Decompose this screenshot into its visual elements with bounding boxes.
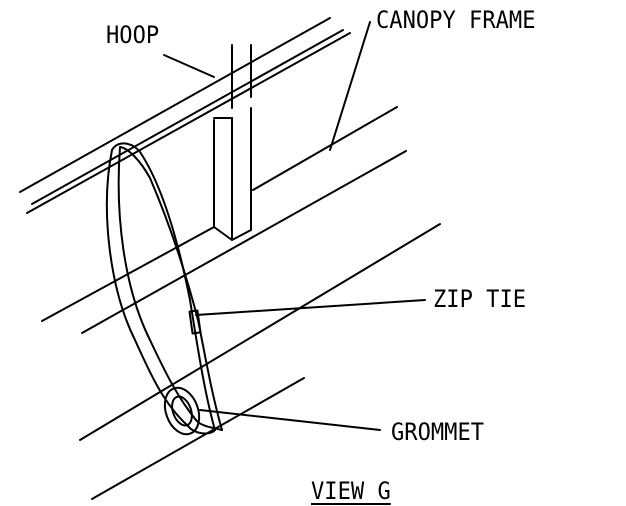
view-title: VIEW G bbox=[311, 477, 391, 505]
zip-tie-label: ZIP TIE bbox=[433, 285, 527, 313]
canopy-frame-tube bbox=[19, 17, 351, 214]
hoop-label: HOOP bbox=[106, 21, 160, 49]
hoop-post bbox=[213, 44, 252, 241]
canopy-frame-leader bbox=[329, 21, 371, 151]
zip-tie-head bbox=[188, 309, 202, 335]
zip-tie-leader bbox=[195, 299, 426, 316]
grommet-leader bbox=[199, 409, 381, 431]
hoop-leader bbox=[163, 54, 215, 78]
grommet-label: GROMMET bbox=[391, 418, 485, 446]
grommet bbox=[163, 386, 201, 436]
canopy-frame-label: CANOPY FRAME bbox=[376, 6, 536, 34]
leader-lines bbox=[163, 21, 426, 431]
